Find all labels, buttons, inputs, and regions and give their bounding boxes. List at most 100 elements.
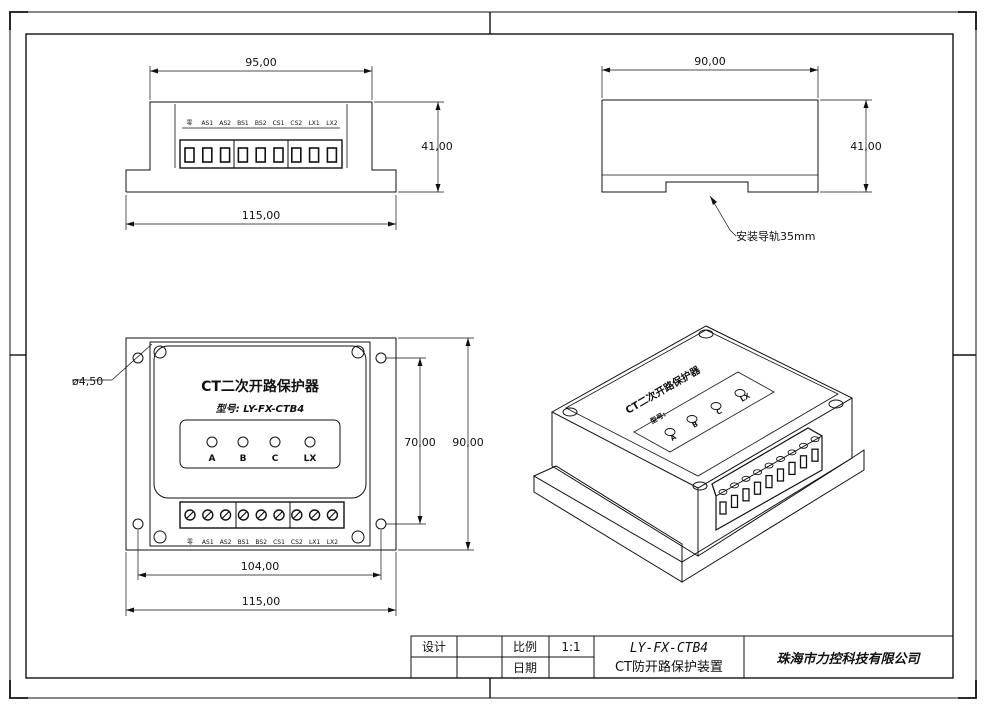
drawing-name: CT防开路保护装置	[615, 659, 723, 675]
iso-terminal-slot	[742, 488, 750, 502]
top-terminal-label: LX2	[326, 120, 337, 127]
front-terminal-screws	[184, 502, 339, 528]
iso-terminal-screw	[764, 462, 774, 469]
top-terminal-slot	[326, 147, 338, 163]
top-terminal-slot	[255, 147, 267, 163]
top-terminal-label: CS2	[290, 120, 302, 127]
front-led-label: B	[240, 454, 247, 464]
front-terminal-label: 零	[187, 539, 193, 546]
front-screw	[219, 509, 232, 521]
front-title: CT二次开路保护器	[201, 378, 320, 395]
front-terminal-label: BS1	[238, 539, 250, 546]
hole-spacing-v-dim: 70,00	[404, 436, 436, 449]
date-label: 日期	[513, 661, 537, 675]
top-terminal-slot	[202, 147, 213, 163]
mounting-holes	[132, 345, 387, 544]
iso-led	[664, 428, 676, 436]
top-terminal-label: AS2	[219, 120, 231, 127]
scale-value: 1:1	[561, 640, 580, 654]
front-terminal-block	[179, 501, 345, 529]
front-led	[304, 436, 316, 448]
top-terminal-label: AS1	[201, 120, 213, 127]
top-terminal-slot	[237, 147, 249, 163]
front-width-dim: 115,00	[242, 595, 281, 608]
iso-led	[710, 402, 722, 410]
front-led-label: A	[209, 454, 216, 464]
iso-terminal-screw	[718, 489, 728, 495]
iso-terminal-screw	[810, 436, 820, 443]
front-terminal-label: AS1	[202, 539, 214, 546]
top-terminal-label: CS1	[273, 120, 285, 127]
front-terminal-label: CS1	[273, 539, 285, 546]
iso-terminal-slot	[765, 474, 773, 489]
iso-terminal-screw	[776, 456, 785, 462]
front-screw-slot	[292, 511, 301, 519]
front-terminal-label: BS2	[255, 539, 267, 546]
front-screw-slot	[221, 511, 230, 519]
top-terminal-slots	[184, 140, 338, 168]
top-terminal-block	[179, 139, 343, 169]
top-terminal-labels: 零 AS1 AS2 BS1 BS2 CS1 CS2 LX1 LX2	[186, 120, 337, 127]
top-terminal-slot	[290, 147, 302, 163]
iso-terminal-screw	[741, 475, 751, 482]
iso-led	[734, 389, 746, 397]
front-led	[269, 436, 281, 448]
front-screw	[237, 509, 250, 521]
top-terminal-label: 零	[186, 120, 192, 127]
front-terminal-label: AS2	[220, 539, 232, 546]
front-screw-slot	[203, 511, 212, 519]
iso-terminal-slot	[753, 481, 762, 495]
hole-diameter-dim: ø4,50	[72, 375, 103, 388]
front-terminal-label: LX2	[327, 539, 338, 546]
iso-terminal-screw	[753, 469, 762, 476]
iso-model: 型号:	[649, 409, 668, 425]
iso-terminal-slots	[718, 436, 820, 515]
front-screw	[184, 509, 196, 521]
iso-terminal-slot	[776, 468, 785, 482]
top-terminal-label: BS2	[255, 120, 267, 127]
iso-led-label: C	[715, 407, 723, 416]
iso-title: CT二次开路保护器	[623, 363, 703, 417]
led-panel	[179, 419, 341, 469]
front-screw	[255, 509, 267, 521]
design-label: 设计	[422, 640, 446, 654]
front-screw	[308, 509, 321, 521]
iso-terminal-screw	[799, 442, 808, 449]
top-terminal-label: BS1	[237, 120, 249, 127]
top-terminal-slot	[273, 147, 284, 163]
hole-spacing-h-dim: 104,00	[241, 560, 280, 573]
top-width-dim: 95,00	[245, 56, 277, 69]
front-screw	[202, 509, 214, 521]
front-led	[237, 436, 249, 448]
front-screw-slot	[239, 511, 248, 519]
scale-label: 比例	[513, 640, 537, 654]
front-screw-slot	[328, 511, 337, 519]
front-led-label: C	[272, 454, 279, 464]
front-leds: A B C LX	[206, 436, 317, 464]
top-terminal-slot	[308, 147, 320, 163]
top-height-dim: 41,00	[421, 140, 453, 153]
rail-note: 安装导轨35mm	[736, 229, 815, 243]
front-led-label: LX	[304, 454, 317, 464]
front-screw	[291, 509, 303, 521]
top-terminal-label: LX1	[308, 120, 319, 127]
iso-led	[686, 415, 698, 423]
iso-terminal-screw	[787, 449, 797, 456]
top-terminal-slot	[219, 147, 231, 163]
iso-led-label: B	[691, 420, 700, 430]
drawing-number: LY-FX-CTB4	[630, 641, 708, 656]
front-screw-slot	[310, 511, 319, 519]
front-screw	[326, 509, 339, 521]
side-view: 90,00 41,00 安装导轨35mm	[601, 55, 882, 243]
top-terminal-slot	[184, 147, 195, 163]
iso-terminal-slot	[788, 461, 796, 476]
side-height-dim: 41,00	[850, 140, 882, 153]
iso-terminal-slot	[811, 448, 819, 462]
iso-led-label: LX	[739, 392, 752, 404]
front-screw-slot	[275, 511, 283, 519]
iso-led-label: A	[669, 433, 678, 443]
iso-terminal-screw	[730, 482, 739, 489]
